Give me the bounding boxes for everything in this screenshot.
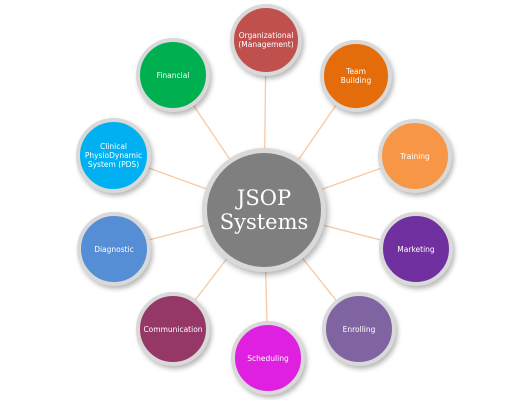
node-label: Training: [400, 151, 430, 161]
node-training: Training: [378, 119, 452, 193]
node-label: Diagnostic: [94, 244, 134, 254]
node-communication: Communication: [136, 292, 210, 366]
node-organizational: Organizational (Management): [230, 4, 302, 76]
node-financial: Financial: [136, 38, 210, 112]
node-label: Financial: [156, 70, 190, 80]
node-marketing: Marketing: [379, 212, 453, 286]
hub-title: JSOP Systems: [219, 185, 309, 234]
node-enrolling: Enrolling: [322, 292, 396, 366]
node-label: Team Building: [340, 67, 372, 85]
node-label: Clinical PhysioDynamic System (PDS): [84, 142, 143, 169]
node-label: Scheduling: [247, 353, 289, 363]
node-team-building: Team Building: [320, 40, 392, 112]
node-diagnostic: Diagnostic: [77, 212, 151, 286]
node-label: Marketing: [397, 244, 435, 254]
node-label: Communication: [143, 324, 203, 334]
node-label: Organizational (Management): [238, 31, 294, 49]
node-clinical-pds: Clinical PhysioDynamic System (PDS): [76, 118, 151, 193]
node-label: Enrolling: [342, 324, 376, 334]
node-scheduling: Scheduling: [231, 321, 305, 395]
hub-jsop-systems: JSOP Systems: [202, 148, 326, 272]
